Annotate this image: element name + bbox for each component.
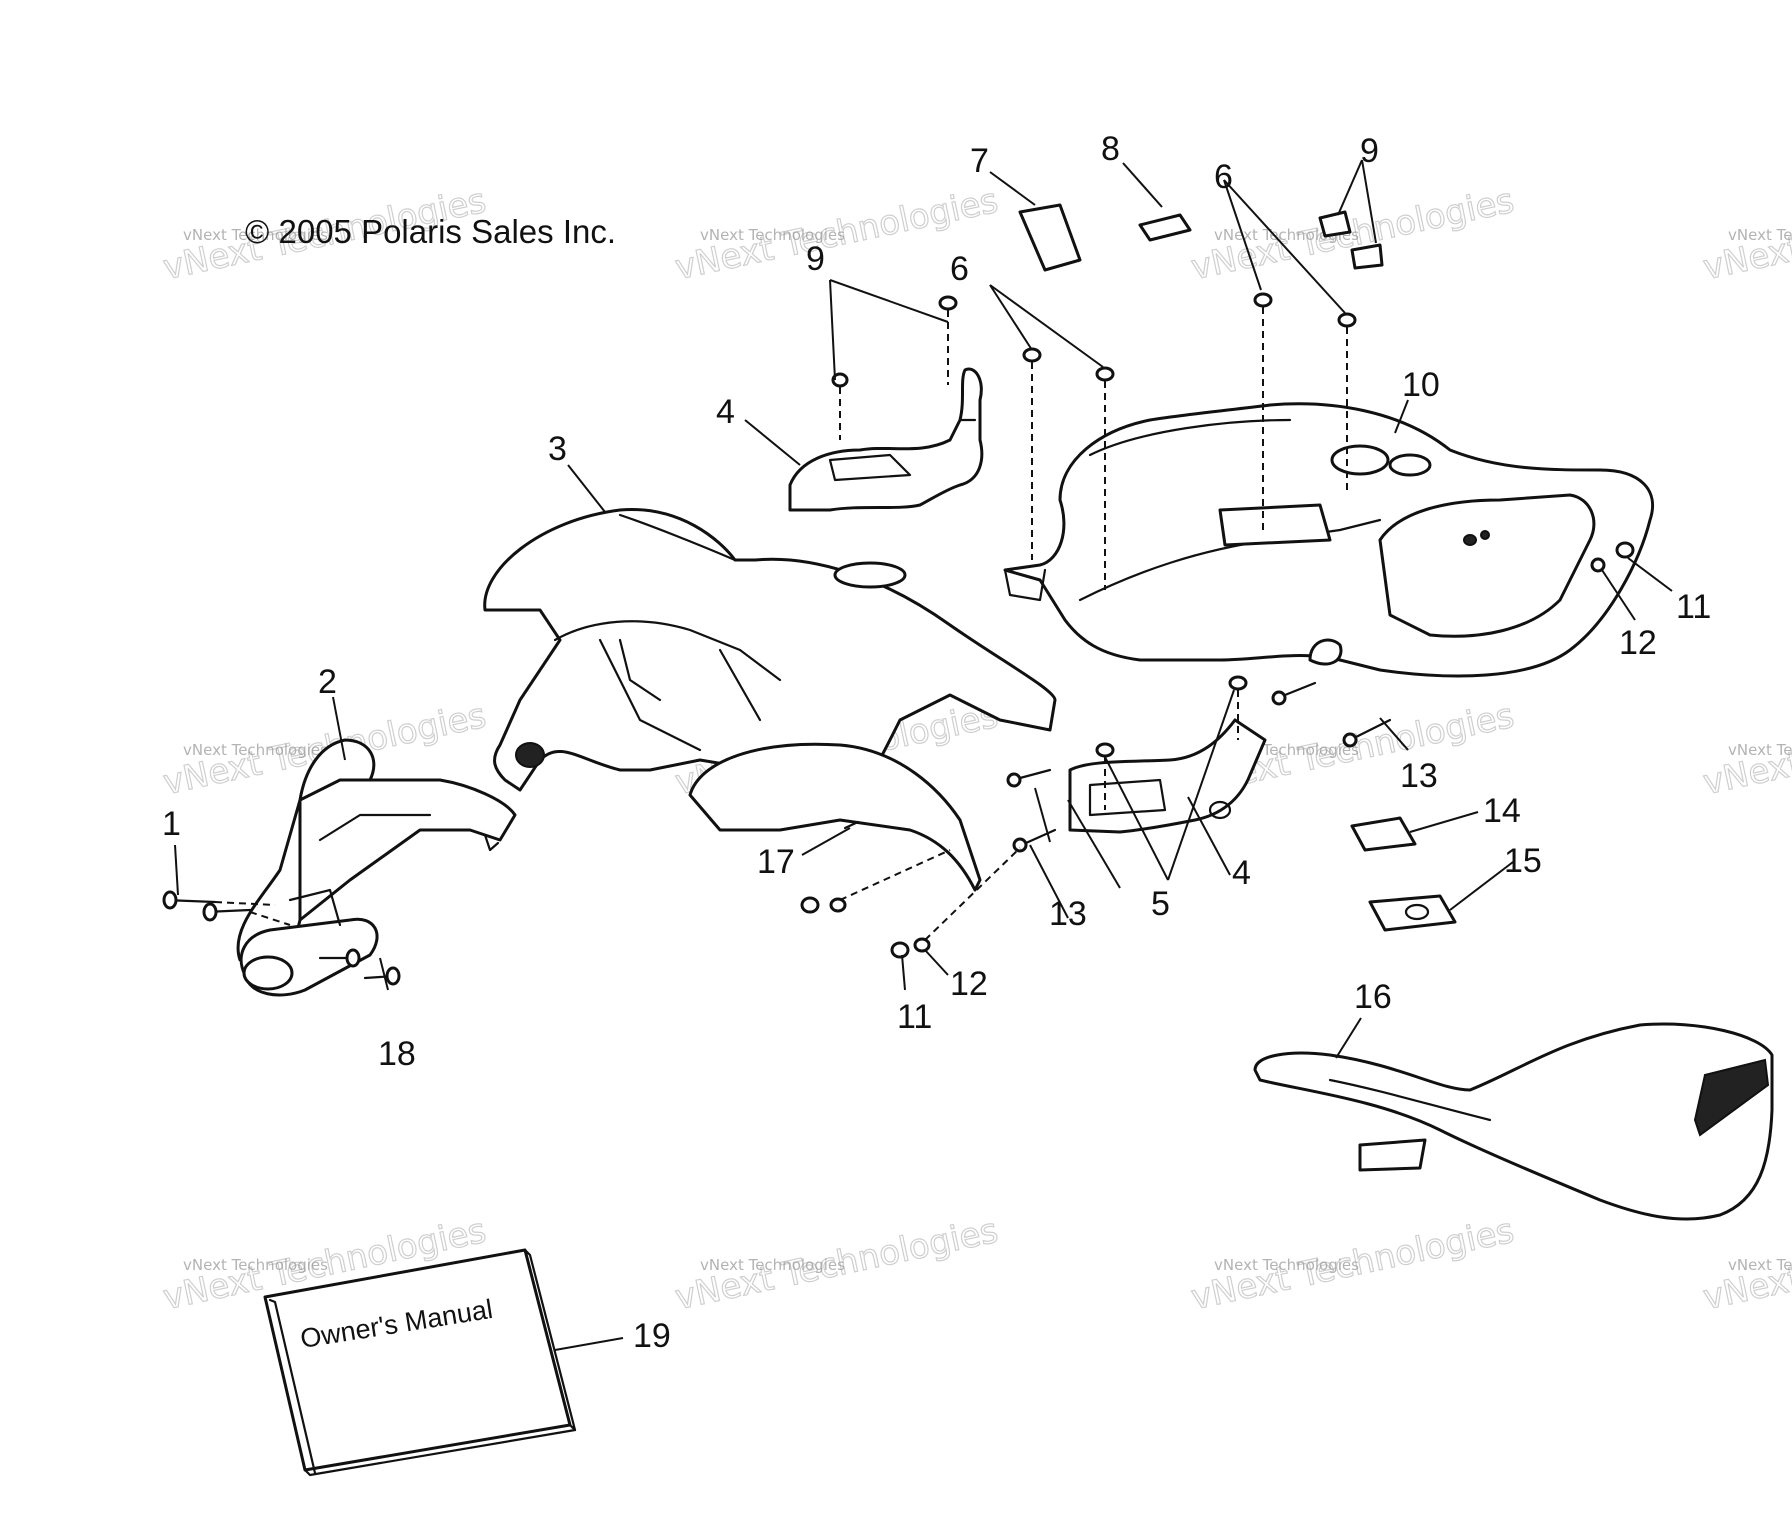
part-decal-14 — [1350, 816, 1417, 852]
watermark-small: vNext Technologies — [183, 741, 328, 759]
callout-13-right: 13 — [1400, 757, 1438, 795]
part-clips-top — [1018, 203, 1384, 272]
part-rear-fender — [1003, 402, 1654, 678]
fasteners-side — [800, 541, 1635, 959]
part-side-panel-upper — [788, 367, 984, 512]
callout-6-left: 6 — [950, 250, 969, 288]
callout-19: 19 — [633, 1317, 671, 1355]
watermark-small: vNext Technologies — [1728, 226, 1792, 244]
callout-3: 3 — [548, 430, 567, 468]
watermark-small: vNext Technologies — [1728, 741, 1792, 759]
callout-5: 5 — [1151, 885, 1170, 923]
watermark-small: vNext Technologies — [700, 1256, 845, 1274]
callout-4-upper: 4 — [716, 393, 735, 431]
callout-4-lower: 4 — [1232, 854, 1251, 892]
callout-8: 8 — [1101, 130, 1120, 168]
callout-9-right: 9 — [1360, 132, 1379, 170]
part-plate-15 — [1368, 894, 1457, 932]
watermark-small: vNext Technologies — [183, 226, 328, 244]
callout-13-left: 13 — [1049, 895, 1087, 933]
callout-6-right: 6 — [1214, 158, 1233, 196]
callout-11-right: 11 — [1676, 588, 1711, 626]
callout-1: 1 — [162, 805, 181, 843]
callout-17: 17 — [757, 843, 795, 881]
watermark-small: vNext Technologies — [700, 226, 845, 244]
callout-14: 14 — [1483, 792, 1521, 830]
callout-11-left: 11 — [897, 998, 932, 1036]
part-owners-manual: Owner's Manual — [263, 1248, 577, 1477]
callout-2: 2 — [318, 663, 337, 701]
watermark-small: vNext Technologies — [183, 1256, 328, 1274]
callout-numbers: 1 2 3 4 4 5 6 6 7 8 9 9 10 11 11 12 12 1… — [162, 130, 1711, 1355]
screws-bumper — [162, 890, 401, 986]
part-side-panel-lower — [1068, 718, 1267, 834]
callout-12-right: 12 — [1619, 624, 1657, 662]
part-front-fender — [483, 508, 1057, 892]
copyright-text: © 2005 Polaris Sales Inc. — [245, 213, 616, 250]
callout-7: 7 — [970, 142, 989, 180]
callout-18: 18 — [378, 1035, 416, 1073]
callout-12-left: 12 — [950, 965, 988, 1003]
fasteners-top — [831, 292, 1357, 810]
part-seat — [1253, 1022, 1774, 1221]
callout-16: 16 — [1354, 978, 1392, 1016]
watermark-small: vNext Technologies — [1728, 1256, 1792, 1274]
callout-15: 15 — [1504, 842, 1542, 880]
callout-9-left: 9 — [806, 240, 825, 278]
callout-10: 10 — [1402, 366, 1440, 404]
watermark-small: vNext Technologies — [1214, 1256, 1359, 1274]
leader-lines — [174, 159, 1673, 1351]
part-front-bumper — [236, 738, 517, 997]
